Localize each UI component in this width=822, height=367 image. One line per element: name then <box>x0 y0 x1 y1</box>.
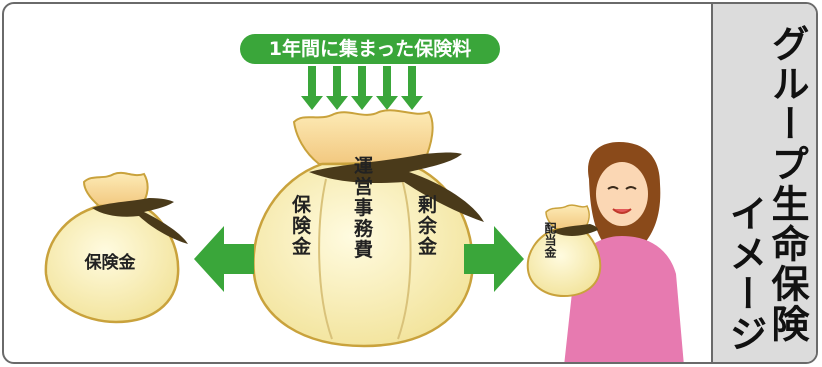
left-bag-top <box>82 171 149 208</box>
premium-banner-label: 1年間に集まった保険料 <box>269 37 471 60</box>
down-arrow-icon <box>326 66 348 110</box>
main-bag-tie <box>309 152 484 222</box>
small-bag-body <box>526 228 602 298</box>
premium-banner: 1年間に集まった保険料 <box>240 34 500 64</box>
left-money-bag: 保険金 <box>44 171 188 324</box>
group-life-insurance-diagram: 1年間に集まった保険料 保険金 運営事務費 剰余金 <box>44 34 684 362</box>
down-arrow-icon <box>401 66 423 110</box>
left-bag-tie <box>92 198 188 244</box>
down-arrow-icon <box>301 66 323 110</box>
side-title-line2: イメージ <box>723 194 767 354</box>
woman-face <box>596 162 648 226</box>
left-arrow-icon <box>194 226 254 292</box>
small-money-bag: 配当金 <box>526 204 602 298</box>
side-title-line1: グループ生命保険 <box>765 24 809 344</box>
down-arrows <box>301 66 423 110</box>
down-arrow-icon <box>351 66 373 110</box>
main-bag-label-surplus: 剰余金 <box>415 193 438 257</box>
woman-eye-left <box>607 186 619 190</box>
right-arrow-icon <box>464 226 524 292</box>
small-bag-top <box>545 204 590 230</box>
main-bag-label-insurance: 保険金 <box>289 193 312 257</box>
woman-mouth <box>612 208 632 214</box>
small-bag-label: 配当金 <box>543 221 557 259</box>
main-bag-label-admin: 運営事務費 <box>351 155 373 260</box>
side-title-panel: グループ生命保険 イメージ <box>711 4 816 362</box>
main-bag-divider-left <box>318 178 333 340</box>
main-money-bag: 保険金 運営事務費 剰余金 <box>252 109 484 348</box>
main-bag-top <box>292 109 434 166</box>
small-bag-tie <box>552 224 598 236</box>
down-arrow-icon <box>376 66 398 110</box>
left-bag-body <box>44 204 180 324</box>
main-bag-body <box>252 162 474 348</box>
premium-banner-background <box>240 34 500 64</box>
main-bag-divider-right <box>397 178 412 340</box>
diagram-frame: 1年間に集まった保険料 保険金 運営事務費 剰余金 <box>2 2 818 364</box>
woman-eye-right <box>625 186 637 190</box>
left-bag-label: 保険金 <box>84 252 137 273</box>
